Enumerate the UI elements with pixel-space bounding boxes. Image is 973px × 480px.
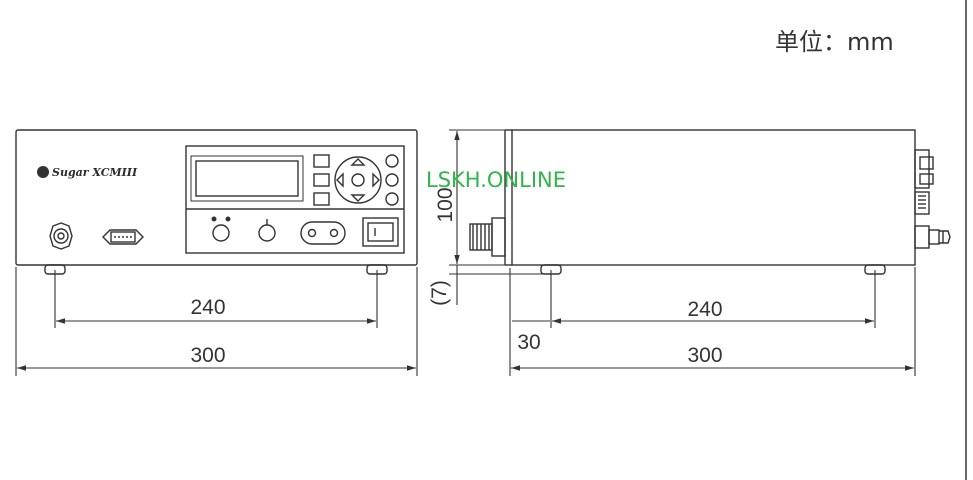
front-view: Sugar XCMIII [15,129,418,275]
right-hose-fitting-icon [914,225,951,249]
unit-label: 单位：mm [775,28,894,56]
front-panel-outline [15,129,418,266]
dim-label-side-30: 30 [517,331,540,354]
indicator-led-3 [385,192,399,206]
key-button-1 [313,154,330,168]
dim-label-side-7: (7) [428,280,451,306]
lcd-bezel [190,155,304,202]
side-view [469,129,951,275]
side-body-outline [511,129,916,266]
right-connector-upper-icon [914,149,934,215]
serial-port-icon [102,229,144,245]
dim-label-side-240: 240 [687,298,722,321]
dpad-icon [334,156,382,204]
front-dimensions [15,267,418,376]
dim-label-side-300: 300 [687,344,722,367]
dim-label-front-300: 300 [190,344,225,367]
left-fitting-icon [469,217,506,257]
dim-label-side-100: 100 [434,187,457,222]
power-switch-icon [362,217,399,247]
cable-connector-icon [49,222,73,250]
watermark-text: LSKH.ONLINE [426,168,566,192]
key-button-2 [313,173,330,187]
brand-logo-text: Sugar XCMIII [52,166,138,179]
knob-1-icon [211,216,231,242]
indicator-led-1 [385,154,399,168]
brand-logo: Sugar XCMIII [37,166,138,179]
connector-port-icon [300,221,346,245]
lcd-display [195,160,299,197]
key-button-3 [313,192,330,206]
control-panel [185,145,405,254]
indicator-led-2 [385,173,399,187]
dim-label-front-240: 240 [190,296,225,319]
side-dimensions [449,129,916,376]
knob-2-icon [258,219,276,242]
